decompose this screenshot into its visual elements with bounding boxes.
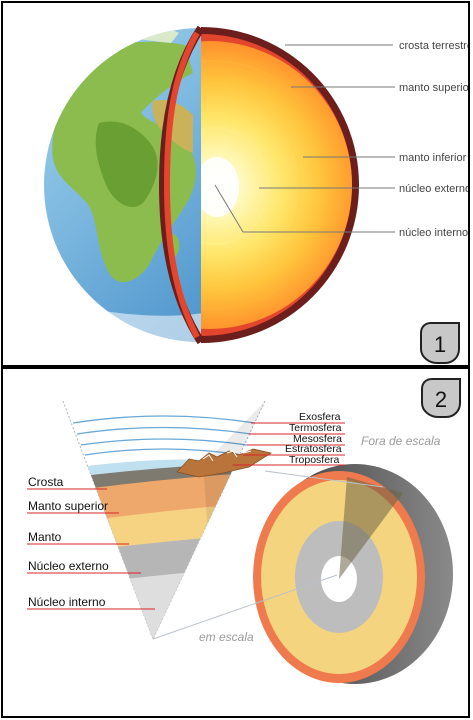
label-inner-core: núcleo interno — [399, 227, 468, 239]
label-crust: crosta terrestre — [399, 40, 470, 52]
not-to-scale-note: Fora de escala — [361, 434, 441, 448]
badge-number: 2 — [435, 387, 447, 412]
label-outer-core: Núcleo externo — [28, 559, 109, 573]
cut-edge-mantle — [163, 31, 200, 339]
panel-badge-2: 2 — [421, 378, 461, 418]
snow-caps — [202, 450, 252, 462]
badge-number: 1 — [434, 332, 446, 357]
atmosphere-arcs — [72, 415, 256, 456]
earth-layers-panel: Exosfera Termosfera Mesosfera Estratosfe… — [1, 367, 470, 718]
panel-badge-1: 1 — [420, 322, 460, 364]
earth-cutaway-panel: crosta terrestre manto superior manto in… — [1, 1, 470, 367]
label-upper-mantle: Manto superior — [28, 499, 108, 513]
label-mesosphere: Mesosfera — [293, 433, 342, 445]
continent-greenland-hint — [123, 28, 179, 43]
label-outer-core: núcleo externo — [399, 183, 470, 195]
to-scale-note: em escala — [199, 630, 254, 644]
label-stratosphere: Estratosfera — [285, 443, 342, 455]
scale-connector-lines — [152, 470, 384, 640]
earth-sphere — [253, 464, 453, 684]
label-lower-mantle: manto inferior — [399, 152, 467, 164]
interior-gradient — [201, 41, 352, 329]
label-thermosphere: Termosfera — [289, 422, 342, 434]
label-mantle: Manto — [28, 530, 62, 544]
layer-leaders — [27, 488, 155, 610]
label-troposphere: Troposfera — [289, 454, 340, 466]
earth-interior — [201, 27, 359, 343]
label-upper-mantle: manto superior — [399, 82, 470, 94]
sphere-wedge-highlight — [339, 477, 403, 579]
continent-highlands — [95, 121, 158, 208]
label-crust: Crosta — [28, 475, 64, 489]
mountains-icon — [176, 448, 273, 478]
earth-cutaway-diagram: crosta terrestre manto superior manto in… — [44, 25, 470, 364]
atmosphere-leaders — [233, 422, 345, 466]
label-exosphere: Exosfera — [299, 411, 341, 423]
earth-layers-diagram: Exosfera Termosfera Mesosfera Estratosfe… — [27, 378, 461, 684]
inner-core — [201, 157, 239, 217]
leader-lines — [214, 44, 395, 233]
label-inner-core: Núcleo interno — [28, 595, 106, 609]
